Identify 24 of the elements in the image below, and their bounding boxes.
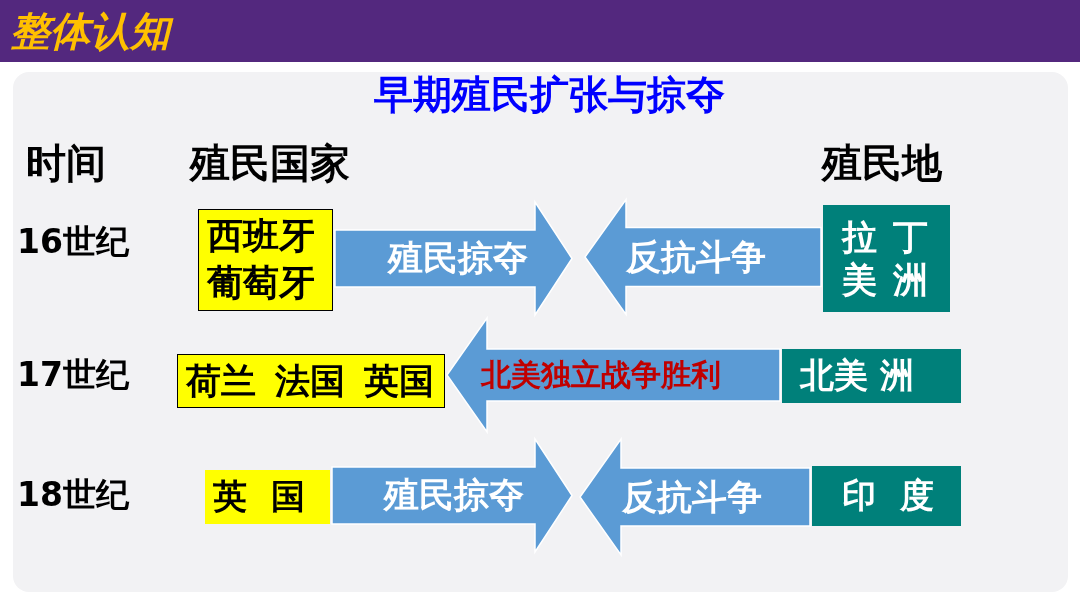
country-box: 西班牙葡萄牙 — [198, 209, 333, 311]
edge-label: 反抗斗争 — [622, 476, 762, 518]
column-heading: 殖民地 — [822, 140, 942, 186]
block-arrow — [331, 436, 573, 555]
edge-label: 北美独立战争胜利 — [481, 357, 721, 393]
row-label: 16世纪 — [17, 223, 129, 261]
colony-box: 拉丁美洲 — [823, 205, 950, 312]
country-box: 荷兰 法国 英国 — [177, 354, 445, 408]
colony-box: 北美 洲 — [782, 349, 961, 403]
block-arrow — [584, 197, 822, 317]
edge-label: 殖民掠夺 — [384, 475, 524, 516]
edge-label: 殖民掠夺 — [388, 238, 528, 279]
diagram-title: 早期殖民扩张与掠夺 — [373, 73, 725, 118]
header-band: 整体认知 — [0, 0, 1080, 62]
colony-box: 印度 — [812, 466, 961, 526]
country-box: 英国 — [205, 470, 330, 524]
edge-label: 反抗斗争 — [626, 236, 766, 278]
block-arrow — [446, 315, 781, 435]
column-heading: 时间 — [26, 140, 106, 186]
row-label: 18世纪 — [17, 476, 129, 514]
block-arrow — [334, 199, 573, 318]
column-heading: 殖民国家 — [190, 140, 350, 186]
row-label: 17世纪 — [17, 356, 129, 394]
block-arrow — [579, 436, 811, 558]
